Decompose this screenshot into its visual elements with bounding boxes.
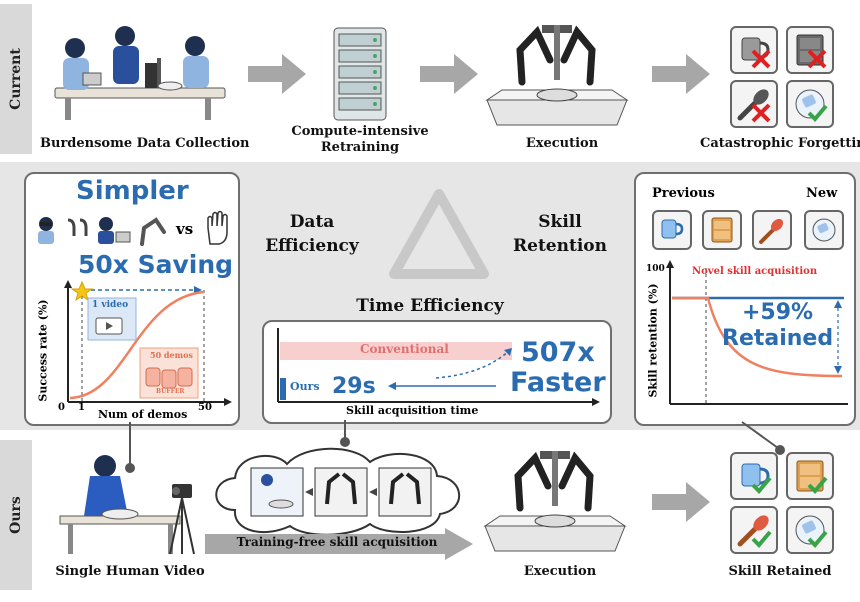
ours-row-label: Ours: [0, 440, 32, 590]
mug-tile-retained: [730, 452, 778, 500]
ours-step1-label: Single Human Video: [55, 564, 205, 579]
time-efficiency-panel: Conventional Ours 29s 507x Faster Skill …: [262, 320, 612, 424]
ours-time-value: 29s: [332, 374, 376, 399]
data-efficiency-title-line1: Data: [289, 212, 335, 232]
current-step2-line1: Compute-intensive: [291, 124, 429, 139]
current-step2-label: Compute-intensive Retraining: [290, 124, 430, 156]
prev-mug-tile: [652, 210, 692, 250]
penrose-triangle-logo: [389, 189, 489, 279]
plate-tile-retained: [786, 506, 834, 554]
x-tick-50: 50: [198, 402, 212, 413]
thought-cloud: [215, 447, 461, 536]
skill-retention-panel: Previous New 100 Novel skill acquisition…: [634, 172, 856, 426]
current-step2-line2: Retraining: [320, 140, 400, 155]
brush-icon: [737, 89, 769, 121]
retained-line2: Retained: [722, 326, 834, 351]
current-step1-label: Burdensome Data Collection: [40, 136, 250, 151]
mug-icon: [661, 219, 684, 239]
skill-retention-title: Skill Retention: [500, 210, 620, 258]
new-plate-tile: [804, 210, 844, 250]
data-efficiency-title: Data Efficiency: [252, 210, 372, 258]
plate-tile-kept: [786, 80, 834, 128]
robot-execution-illustration: [485, 25, 629, 126]
plate-sponge-icon: [812, 218, 836, 242]
novel-skill-annotation: Novel skill acquisition: [692, 266, 818, 277]
vs-text: vs: [176, 220, 194, 238]
brush-tile-forgotten: [730, 80, 778, 128]
current-step3-label: Execution: [525, 136, 599, 151]
training-free-arrow: [205, 528, 475, 560]
ours-arrow: [652, 480, 712, 524]
conventional-label: Conventional: [360, 342, 449, 356]
check-icon: [807, 530, 828, 548]
training-free-label: Training-free skill acquisition: [236, 535, 438, 549]
current-step4-label: Catastrophic Forgetting: [700, 136, 860, 151]
x-tick-0: 0: [58, 402, 65, 413]
ours-step4-label: Skill Retained: [728, 564, 832, 579]
drawer-icon: [796, 460, 824, 492]
time-chart-xlabel: Skill acquisition time: [346, 404, 479, 417]
time-chart-axes: [277, 328, 600, 406]
check-icon: [751, 530, 772, 548]
brush-icon: [759, 218, 784, 244]
previous-label: Previous: [652, 186, 715, 201]
retention-y-tick-100: 100: [646, 264, 665, 274]
prev-brush-tile: [752, 210, 792, 250]
prev-drawer-tile: [702, 210, 742, 250]
speedup-value: 507x Faster: [510, 338, 606, 398]
speedup-line2: Faster: [510, 367, 606, 398]
demos-curve-chart: [64, 280, 232, 406]
server-rack-icon: [333, 27, 387, 121]
cross-icon: [807, 49, 827, 69]
human-video-illustration: [59, 455, 195, 555]
ours-robot-execution-illustration: [483, 451, 627, 552]
simpler-headline: Simpler: [76, 176, 189, 206]
human-vr-icons: [38, 217, 166, 246]
saving-headline: 50x Saving: [78, 250, 234, 279]
buffer-label: BUFFER: [156, 388, 185, 395]
x-tick-1: 1: [78, 402, 85, 413]
data-efficiency-panel: Simpler vs 50x Saving 1 video 50 demos: [24, 172, 240, 426]
check-icon: [751, 476, 772, 494]
data-collection-illustration: [54, 26, 226, 120]
demos-chart-xlabel: Num of demos: [98, 408, 188, 421]
drawer-tile-forgotten: [786, 26, 834, 74]
skill-retention-title-line1: Skill: [538, 212, 582, 232]
new-label: New: [806, 186, 838, 201]
one-video-label: 1 video: [92, 300, 129, 310]
check-icon: [807, 476, 828, 494]
retained-line1: +59%: [742, 300, 814, 325]
cross-icon: [751, 103, 771, 123]
mug-tile-forgotten: [730, 26, 778, 74]
plate-sponge-icon: [795, 89, 825, 119]
plate-sponge-icon: [795, 515, 825, 545]
time-efficiency-title: Time Efficiency: [356, 296, 504, 316]
current-row-label: Current: [0, 4, 32, 154]
current-arrow-3: [652, 52, 712, 96]
speedup-line1: 507x: [520, 337, 595, 368]
data-efficiency-title-line2: Efficiency: [265, 236, 359, 256]
ours-step3-label: Execution: [523, 564, 597, 579]
fifty-demos-label: 50 demos: [150, 350, 193, 360]
retained-value: +59% Retained: [722, 300, 833, 352]
drawer-tile-retained: [786, 452, 834, 500]
check-icon: [807, 104, 828, 122]
drawer-icon: [711, 217, 733, 243]
current-arrow-2: [420, 52, 480, 96]
current-arrow-1: [248, 52, 308, 96]
retention-chart: [666, 260, 848, 405]
cross-icon: [751, 49, 771, 69]
brush-icon: [737, 515, 769, 547]
skill-retention-title-line2: Retention: [513, 236, 607, 256]
ours-label: Ours: [290, 380, 320, 393]
brush-tile-retained: [730, 506, 778, 554]
hand-icon: [207, 210, 228, 245]
